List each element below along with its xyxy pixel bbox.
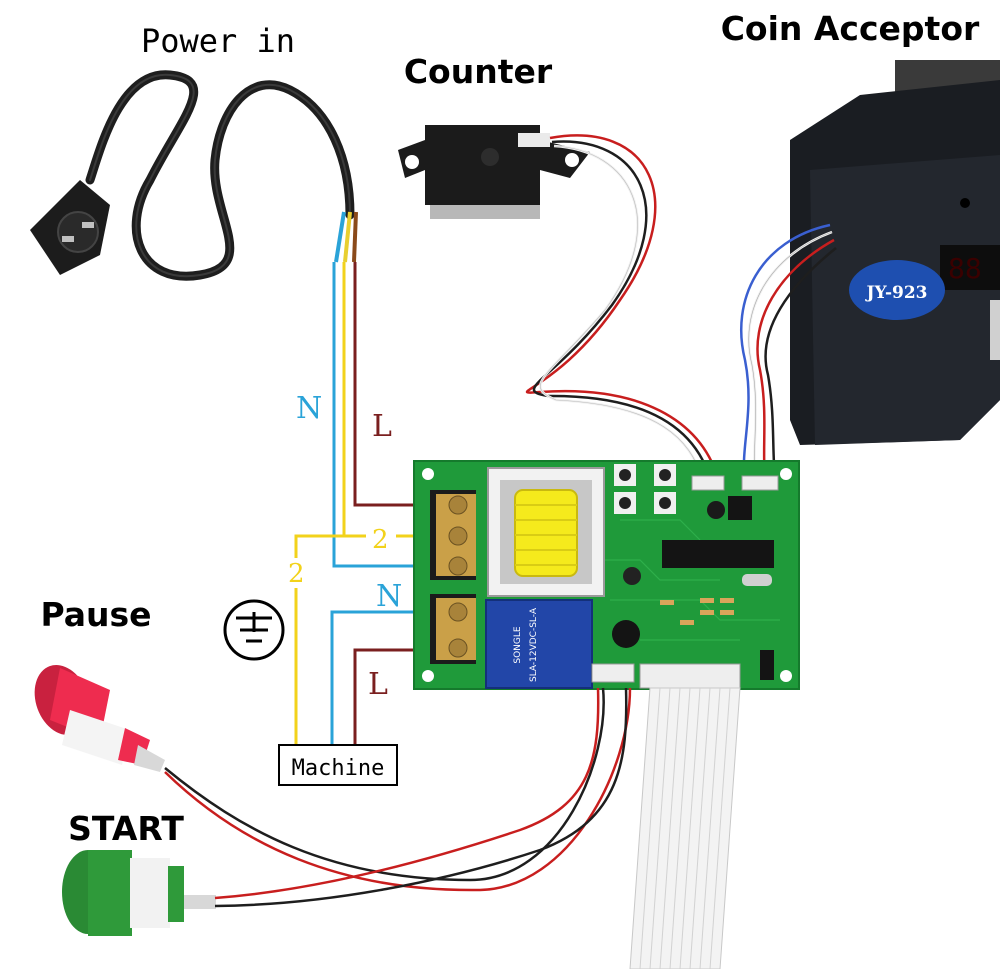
coin-acceptor-label: Coin Acceptor <box>721 9 980 48</box>
pause-cable <box>164 687 632 892</box>
terminal-block-top <box>430 490 476 580</box>
relay-model-label: SLA-12VDC-SL-A <box>529 607 539 682</box>
ground-label-left: 2 <box>288 559 305 589</box>
counter-label: Counter <box>404 52 553 91</box>
svg-text:88: 88 <box>948 252 982 285</box>
transformer <box>487 467 605 597</box>
pcb-tact-switches <box>614 464 676 514</box>
pause-button <box>34 665 165 772</box>
live-label-bottom: L <box>368 667 388 702</box>
neutral-label-top: N <box>296 391 322 426</box>
pause-label: Pause <box>40 595 151 634</box>
relay-brand-label: SONGLE <box>513 626 523 664</box>
ribbon-cable <box>629 687 741 969</box>
start-label: START <box>68 809 184 848</box>
power-plug-icon <box>30 180 110 275</box>
start-cable <box>214 687 628 908</box>
live-label-top: L <box>372 409 392 444</box>
power-cord <box>85 70 355 281</box>
power-in-label: Power in <box>141 22 295 60</box>
coin-model-label: JY-923 <box>864 283 927 303</box>
start-button <box>62 850 216 936</box>
relay: SONGLE SLA-12VDC-SL-A <box>485 599 593 689</box>
neutral-label-bottom: N <box>376 579 402 614</box>
machine-label: Machine <box>292 756 385 781</box>
ground-symbol-icon <box>223 599 285 661</box>
machine-box: Machine <box>278 744 398 786</box>
coin-acceptor-cable <box>740 223 837 479</box>
pcb-connectors <box>591 475 779 689</box>
coin-acceptor-device: 88 JY-923 <box>790 60 1000 445</box>
ground-label-top: 2 <box>372 525 389 555</box>
cord-wire-ends <box>334 211 358 263</box>
counter-cable <box>525 134 720 479</box>
counter-device <box>398 125 590 219</box>
terminal-block-bottom <box>430 594 476 664</box>
pcb-components <box>612 496 774 680</box>
